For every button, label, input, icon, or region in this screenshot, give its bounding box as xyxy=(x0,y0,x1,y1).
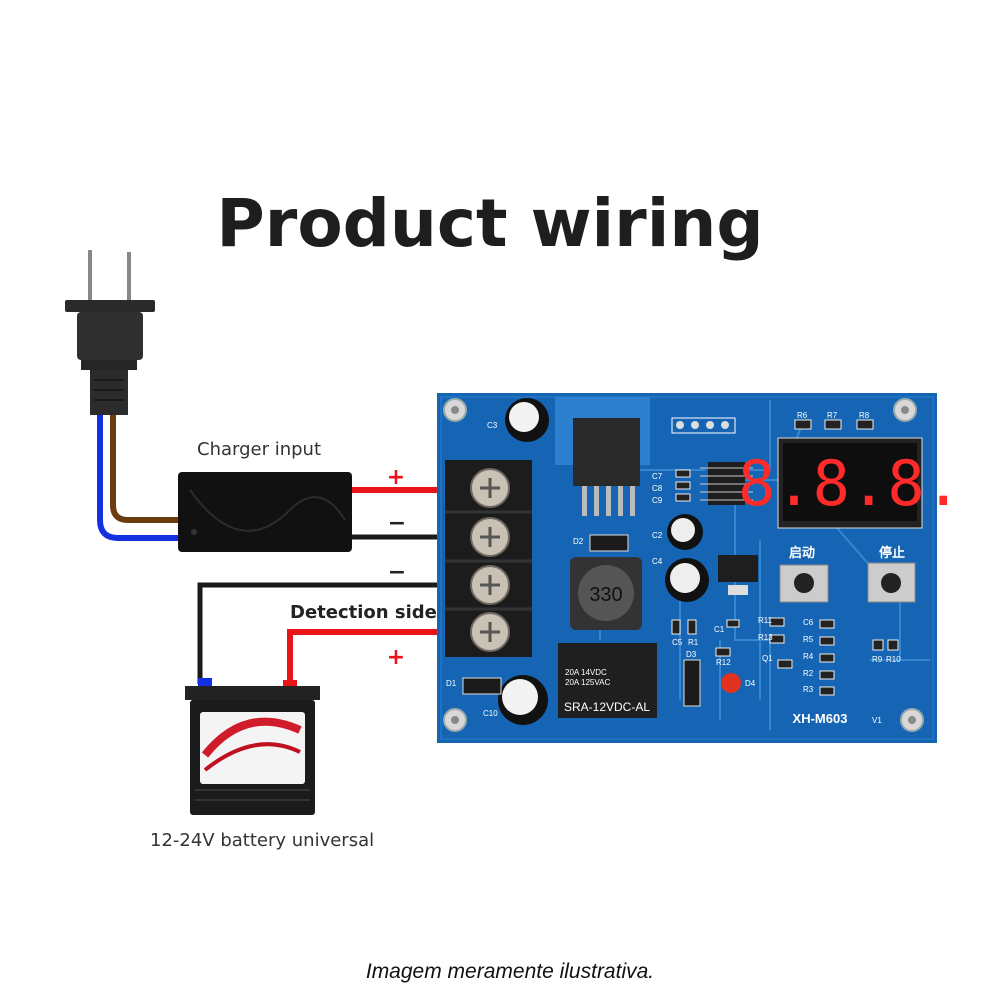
silkscreen-label-r13: R13 xyxy=(758,633,773,642)
stop-button-label: 停止 xyxy=(879,545,905,560)
battery-positive-wire xyxy=(287,629,475,690)
charger-plus-sign: + xyxy=(387,465,405,490)
silkscreen-label-r3: R3 xyxy=(803,685,814,694)
caption: Imagem meramente ilustrativa. xyxy=(366,960,654,983)
silkscreen-label-r6: R6 xyxy=(797,411,808,420)
charger-minus-sign: − xyxy=(388,511,406,536)
battery xyxy=(185,678,320,815)
silkscreen-label-r1: R1 xyxy=(688,638,699,647)
silkscreen-label-r5: R5 xyxy=(803,635,814,644)
silkscreen-label-relay_line1: 20A 14VDC xyxy=(565,668,607,677)
start-button-label: 启动 xyxy=(789,545,815,560)
silkscreen-label-c10: C10 xyxy=(483,709,498,718)
silkscreen-label-c3: C3 xyxy=(487,421,498,430)
silkscreen-label-relay_model: SRA-12VDC-AL xyxy=(564,700,650,714)
silkscreen-label-c1: C1 xyxy=(714,625,725,634)
neutral-wire xyxy=(97,415,180,541)
relay: 20A 14VDC 20A 125VAC SRA-12VDC-AL xyxy=(558,643,657,718)
silkscreen-label-c5: C5 xyxy=(672,638,683,647)
live-wire xyxy=(110,415,180,523)
silkscreen-label-c4: C4 xyxy=(652,557,663,566)
board-version: V1 xyxy=(872,716,882,725)
detection-minus-sign: − xyxy=(388,560,406,585)
stop-button[interactable] xyxy=(867,562,916,603)
silkscreen-label-r11: R11 xyxy=(758,616,773,625)
silkscreen-label-r2: R2 xyxy=(803,669,814,678)
silkscreen-label-c9: C9 xyxy=(652,496,663,505)
silkscreen-label-r8: R8 xyxy=(859,411,870,420)
silkscreen-label-r4: R4 xyxy=(803,652,814,661)
detection-side-label: Detection side xyxy=(290,602,437,623)
silkscreen-label-relay_line2: 20A 125VAC xyxy=(565,678,610,687)
battery-label: 12-24V battery universal xyxy=(150,830,374,851)
inductor-marking: 330 xyxy=(589,584,622,606)
silkscreen-label-r9: R9 xyxy=(872,655,883,664)
silkscreen-label-d2: D2 xyxy=(573,537,584,546)
silkscreen-label-c2: C2 xyxy=(652,531,663,540)
battery-negative-wire xyxy=(197,582,475,684)
detection-plus-sign: + xyxy=(387,645,405,670)
silkscreen-label-r10: R10 xyxy=(886,655,901,664)
display-readout: 8.8.8. xyxy=(738,447,962,520)
start-button[interactable] xyxy=(779,564,829,603)
silkscreen-label-d3: D3 xyxy=(686,650,697,659)
xh-m603-board: 330 8.8.8. 启动 停止 20A 14VDC xyxy=(437,393,962,743)
silkscreen-label-q1: Q1 xyxy=(762,654,773,663)
silkscreen-label-c8: C8 xyxy=(652,484,663,493)
diagram-title: Product wiring xyxy=(216,185,763,262)
silkscreen-label-d4: D4 xyxy=(745,679,756,688)
seven-segment-display: 8.8.8. xyxy=(738,437,962,529)
ac-plug xyxy=(65,250,155,415)
charger-adapter xyxy=(178,472,352,552)
board-model: XH-M603 xyxy=(793,711,848,726)
silkscreen-label-r7: R7 xyxy=(827,411,838,420)
silkscreen-label-c6: C6 xyxy=(803,618,814,627)
silkscreen-label-r12: R12 xyxy=(716,658,731,667)
charger-input-label: Charger input xyxy=(197,439,321,460)
silkscreen-label-d1: D1 xyxy=(446,679,457,688)
silkscreen-label-c7: C7 xyxy=(652,472,663,481)
